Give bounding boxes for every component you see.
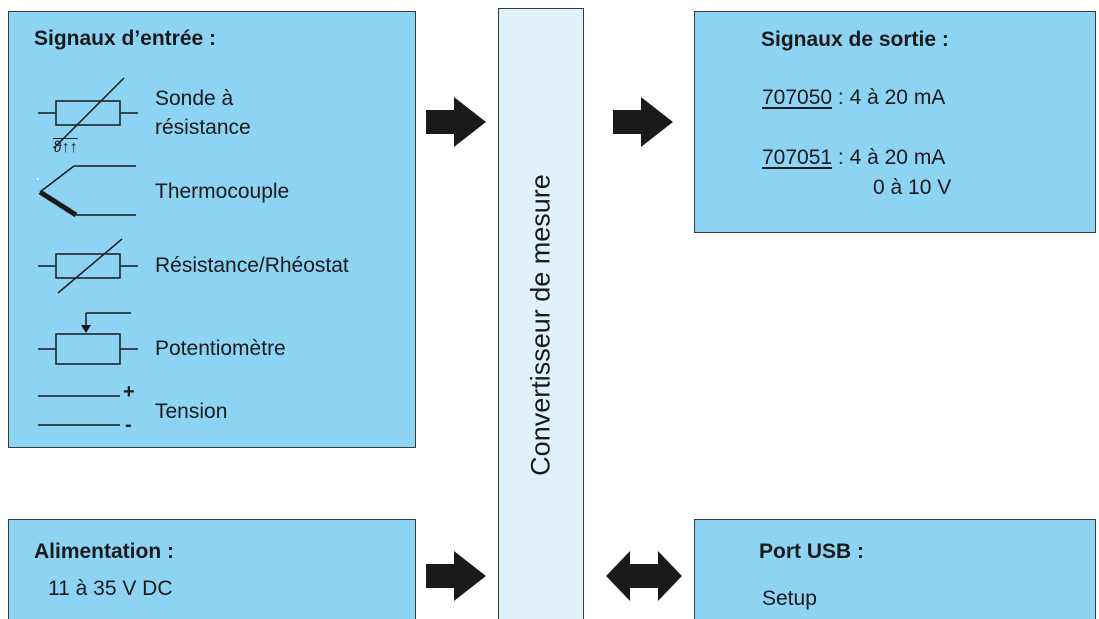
output-model-b-code: 707051	[762, 146, 833, 169]
power-supply-title: Alimentation :	[34, 540, 174, 563]
potentiometer-icon	[38, 312, 138, 365]
rtd-sensor-icon	[38, 77, 138, 149]
converter-to-output-arrow-icon	[613, 97, 673, 147]
output-model-b-sep: :	[832, 146, 850, 169]
voltage-plus-sign: +	[123, 381, 135, 403]
thermocouple-label: Thermocouple	[155, 180, 290, 203]
power-supply-value: 11 à 35 V DC	[48, 577, 173, 600]
output-signals-title: Signaux de sortie :	[761, 28, 949, 51]
output-model-a: 707050 : 4 à 20 mA	[762, 86, 945, 110]
usb-bidirectional-arrow-icon	[606, 551, 682, 601]
thermocouple-icon	[37, 165, 136, 218]
measurement-converter-label: Convertisseur de mesure	[525, 174, 556, 476]
variable-resistor-icon	[38, 238, 138, 294]
power-supply-box	[8, 519, 416, 619]
output-model-a-sep: :	[832, 86, 850, 109]
output-model-a-value: 4 à 20 mA	[849, 86, 946, 109]
voltage-label: Tension	[155, 400, 228, 423]
voltage-icon	[38, 395, 120, 426]
output-model-b-value1: 4 à 20 mA	[849, 146, 946, 169]
rtd-sensor-label-line1: Sonde à	[155, 87, 234, 110]
potentiometer-label: Potentiomètre	[155, 337, 286, 360]
output-signals-box	[694, 11, 1096, 233]
input-signals-title: Signaux d’entrée :	[34, 27, 217, 50]
measurement-converter-column	[498, 8, 584, 619]
input-signals-box	[8, 11, 416, 448]
voltage-minus-sign: -	[125, 414, 132, 436]
power-to-converter-arrow-icon	[426, 551, 486, 601]
output-model-a-code: 707050	[762, 86, 833, 109]
usb-port-box	[694, 519, 1096, 619]
usb-port-value: Setup	[762, 587, 817, 610]
output-model-b: 707051 : 4 à 20 mA	[762, 146, 945, 170]
rtd-sensor-label-line2: résistance	[155, 116, 251, 139]
rtd-temperature-symbol: ϑ↑↑	[53, 139, 78, 156]
input-to-converter-arrow-icon	[426, 97, 486, 147]
usb-port-title: Port USB :	[759, 540, 864, 563]
output-model-b-value2: 0 à 10 V	[873, 176, 952, 199]
variable-resistor-label: Résistance/Rhéostat	[155, 254, 349, 277]
